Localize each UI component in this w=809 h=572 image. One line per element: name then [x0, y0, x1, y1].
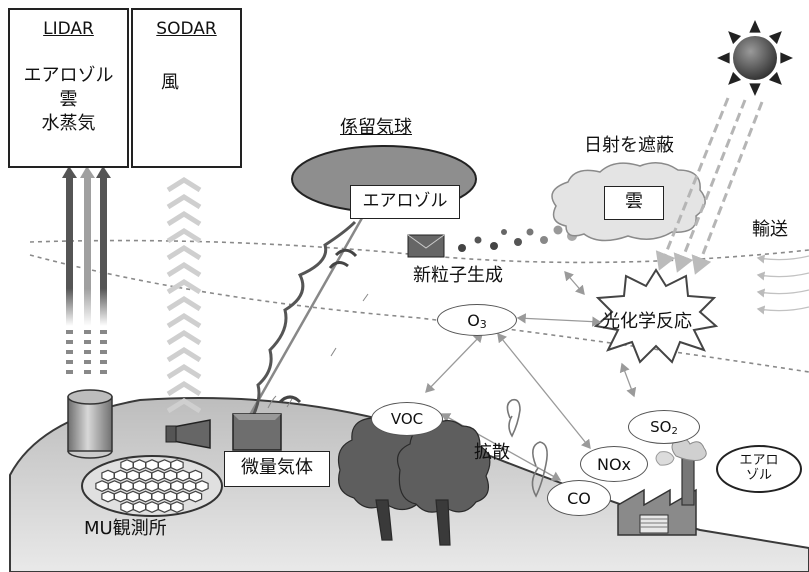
balloon-payload-label: エアロゾル — [362, 191, 448, 211]
voc-label: VOC — [390, 410, 424, 428]
lidar-item-water-vapor: 水蒸気 — [41, 113, 96, 134]
lidar-instrument — [67, 389, 113, 459]
nox-label: NOx — [596, 454, 632, 474]
photochemical-reaction-burst — [593, 268, 719, 364]
gas-sampler — [232, 413, 282, 451]
lidar-beams — [62, 166, 111, 374]
cloud-label: 雲 — [625, 191, 643, 212]
co-oval: CO — [547, 480, 611, 516]
balloon-tether — [244, 217, 364, 423]
aerosol-label-line2: ゾル — [745, 468, 772, 483]
balloon-sensor-envelope — [407, 234, 445, 258]
mu-observatory-label: MU観測所 — [84, 518, 167, 539]
mu-radar-antenna — [81, 455, 223, 517]
sodar-item-wind: 風 — [161, 72, 179, 93]
sodar-chevrons — [166, 177, 202, 414]
trace-gas-label: 微量気体 — [241, 457, 313, 478]
solar-shielding-label: 日射を遮蔽 — [584, 135, 674, 156]
factory-icon — [617, 438, 707, 536]
o3-label: O — [467, 310, 480, 330]
co-label: CO — [567, 488, 591, 508]
sun-icon — [717, 20, 793, 96]
sampling-line — [248, 220, 357, 423]
sodar-box: SODAR 風 — [131, 8, 242, 168]
boundary-layer-dashed-line — [29, 254, 809, 373]
interaction-arrows — [425, 271, 637, 481]
transport-arrows — [756, 254, 809, 315]
lidar-box: LIDAR エアロゾル 雲 水蒸気 — [8, 8, 129, 168]
photochemical-reaction-label: 光化学反応 — [602, 311, 692, 332]
trace-gas-box: 微量気体 — [224, 451, 330, 487]
diffusion-label: 拡散 — [474, 442, 510, 463]
aerosol-label-line1: エアロ — [739, 453, 779, 469]
o3-subscript: 3 — [479, 317, 487, 331]
sodar-instrument — [165, 419, 211, 449]
balloon-payload-box: エアロゾル — [350, 185, 460, 219]
tethered-balloon-label: 係留気球 — [340, 117, 412, 138]
lidar-title: LIDAR — [43, 19, 94, 39]
voc-oval: VOC — [371, 402, 443, 436]
diffusion-swirls — [506, 398, 548, 498]
cloud-label-box: 雲 — [604, 186, 664, 220]
nox-oval: NOx — [580, 446, 648, 482]
sodar-title: SODAR — [156, 19, 217, 39]
lidar-item-cloud: 雲 — [59, 89, 78, 110]
tether-arrows — [286, 293, 369, 408]
so2-label: SO — [650, 418, 672, 436]
new-particle-formation-label: 新粒子生成 — [413, 265, 503, 286]
lidar-item-aerosol: エアロゾル — [23, 65, 114, 86]
transport-label: 輸送 — [752, 219, 788, 240]
so2-subscript: 2 — [671, 425, 678, 437]
solar-radiation-arrows — [655, 97, 764, 275]
aerosol-oval: エアロ ゾル — [716, 445, 802, 493]
